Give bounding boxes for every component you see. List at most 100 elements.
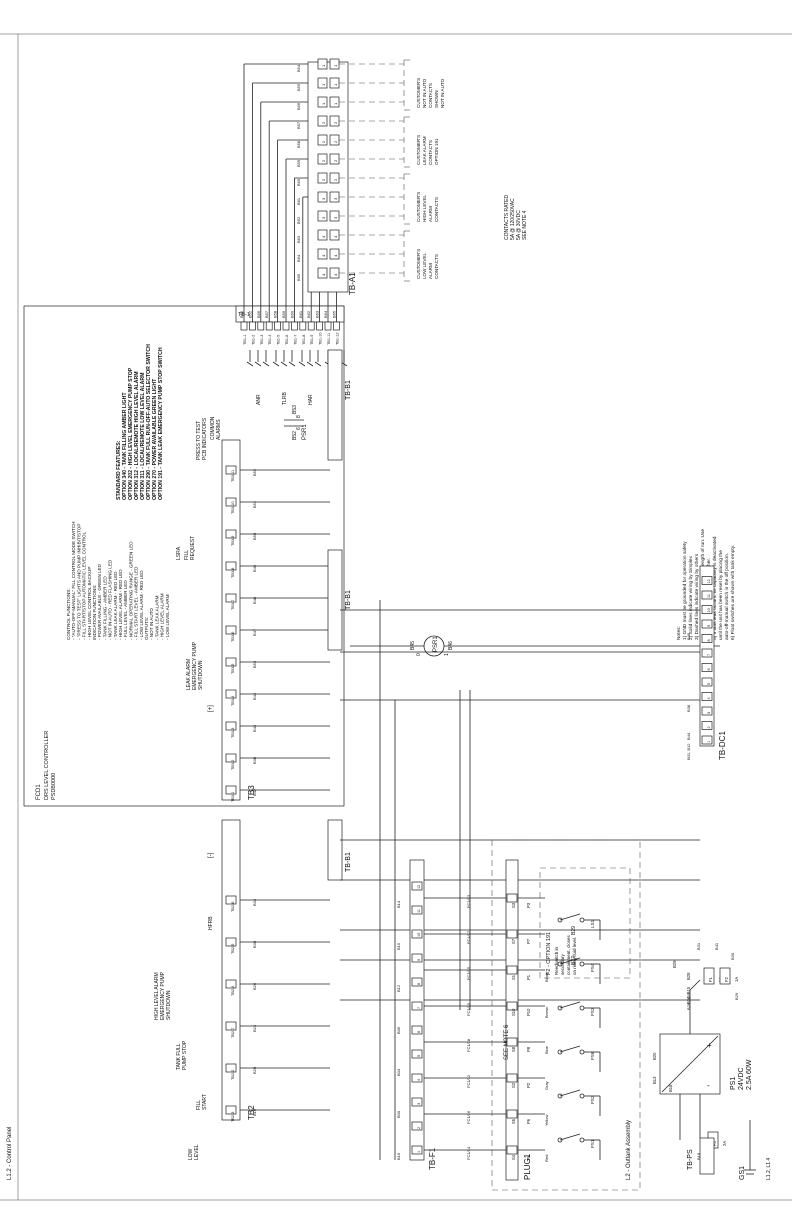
plug-socket (506, 965, 518, 975)
contact-group-line: ALARM (428, 206, 433, 222)
minus-terminal-label: [-] (208, 852, 214, 858)
tb2-terminal (225, 895, 237, 905)
tbdc1-terminal (701, 677, 713, 687)
plug-cable-label: FC1/12 (466, 1074, 471, 1088)
tba1-terminal-num: 2 (321, 140, 326, 143)
tb1-wire-label: B61 (298, 310, 303, 318)
wire-color-label: Gray (544, 1081, 549, 1090)
plug-socket (506, 1037, 518, 1047)
tb1-terminal-label: TB1-3 (260, 335, 264, 345)
tba1-terminal-num: 1 (333, 83, 338, 86)
float-switch-contact (579, 1049, 585, 1055)
note-line: 2) Solid lines indicate wiring by Simple… (688, 555, 694, 640)
tb2-wire-label: B16 (252, 1108, 257, 1116)
tbdc1-wire-label: B44 (686, 732, 691, 740)
plug-pin-label: P4 (526, 1154, 531, 1160)
tb1-wire-label: B65 (331, 310, 336, 318)
tb3-terminal-label: TB3-2 (231, 760, 235, 770)
tba1-terminal (317, 229, 328, 241)
tb1-relay-label: ANR (256, 394, 262, 405)
tb1-terminal-label: TB1-7 (293, 335, 297, 345)
tba1-terminal (317, 115, 328, 127)
tb1-terminal-label: TB1-5 (277, 335, 281, 345)
tb1-terminal (299, 321, 307, 331)
tba1-terminal (317, 134, 328, 146)
plug1-label: PLUG1 (523, 1153, 532, 1180)
control-functions-list: CONTROL FUNCTIONS:- "AUTO-OFF-MANUAL" FI… (66, 522, 170, 640)
tb3-terminal (225, 625, 237, 635)
tb3-wire-label: B38 (252, 756, 257, 764)
tba1-label: TB-A1 (348, 272, 357, 295)
standard-feature-line: OPTION 202 - HIGH LEVEL EMERGENCY PUMP S… (128, 367, 134, 500)
tb3-terminal (225, 689, 237, 699)
outlank-assembly: PLUG1 L2 - Outlank Assembly SEE NOTE 6 S… (424, 839, 641, 1191)
rating-line: SEE NOTE 4 (522, 210, 528, 240)
tba1-wire-label: B65 (296, 273, 301, 281)
tbf1-block: TB-F1 123456789101112B16B00B04B06B12B15B… (396, 859, 437, 1170)
float-switch-label: FS1 (590, 1139, 595, 1148)
controller-block: FCD1 DRS LEVEL CONTROLLER PSDB0000 CONTR… (23, 305, 345, 807)
float-switch-contact (557, 1005, 563, 1011)
tb1-terminal (274, 321, 281, 331)
psr1-pin-8: 8 (296, 415, 302, 418)
plug-pin-label: P6 (526, 1118, 531, 1124)
standard-feature-line: OPTION 270 - POWER AVAILABLE GREEN LIGHT (152, 378, 158, 500)
fuse-wire-label: B28, B29 (686, 993, 691, 1010)
float-switch-contact (579, 1005, 585, 1011)
contact-group-line: CUSTOMER'S (416, 78, 421, 108)
contact-group-line: CUSTOMER'S (416, 135, 421, 165)
tb3-wire-label: B53 (252, 660, 257, 668)
tb3-terminal (225, 753, 237, 763)
tb3-wire-label: B49 (252, 564, 257, 572)
plus-terminal-label: [+] (208, 705, 214, 712)
tb3-terminal (225, 721, 237, 731)
ps-wire-label: B28 (686, 972, 691, 980)
fill-request-label-1: FILL (184, 550, 190, 560)
contact-group-line: SHOWN (434, 90, 439, 108)
tbf1-terminal-num: 2 (417, 1127, 421, 1129)
tba1-terminal-num: 3 (333, 197, 338, 200)
tb3-wire-label: B47 (252, 628, 257, 636)
tba1-wire-label: B57 (296, 121, 301, 129)
control-function-line: - TANK LEAK ALARM - RED LED (113, 571, 118, 640)
tb2-wire-label: B34 (252, 898, 257, 906)
tba1-terminal-num: 1 (333, 102, 338, 105)
control-function-line: CONTROL FUNCTIONS: (66, 588, 71, 640)
tba1-wire-label: B64 (296, 254, 301, 262)
high-level-label-3: SHUTDOWN (166, 990, 172, 1020)
psr1-pin-0: 0 (416, 653, 422, 656)
ls1-wire-b29: B29 (571, 926, 577, 935)
plug-socket (506, 1145, 518, 1155)
fill-start-label-2: START (202, 1094, 208, 1110)
tbdc1-terminal-num: 6 (707, 668, 711, 670)
plug-cable-label: FC1/17 (466, 930, 471, 944)
tbdc1-terminal-num: 4 (707, 697, 711, 699)
tb1-terminal-label: TB1-11 (327, 333, 331, 345)
float-switch-label: FS2 (590, 1095, 595, 1104)
tb1-terminal-label: TB1-9 (310, 335, 314, 345)
tba1-wire-label: B59 (296, 159, 301, 167)
plug-socket-label: S2 (511, 1082, 516, 1088)
tba1-wire-label: B63 (296, 235, 301, 243)
tb1-terminal (257, 321, 265, 331)
tbdc1-terminal-num: 2 (707, 726, 711, 728)
plug-cable-label: FC1/16 (466, 1110, 471, 1124)
tbf1-terminal (411, 953, 423, 963)
controller-name: DRS LEVEL CONTROLLER (44, 731, 50, 800)
control-function-line: OUTPUTS: (144, 617, 149, 640)
tbdc1-wire-label: B38 (686, 704, 691, 712)
psr1-wire-b45: B45 (410, 641, 416, 650)
fuse-wire-label: B29 (734, 992, 739, 1000)
tb2-terminal-label: TB2-6 (231, 902, 235, 912)
fill-start-label-1: FILL (196, 1100, 202, 1110)
float-switch-label: FS3 (590, 1007, 595, 1016)
tbdc1-terminal-num: 5 (707, 683, 711, 685)
tank-full-label-2: PUMP STOP (182, 1040, 188, 1070)
ps-wire-label: B13 (652, 1076, 657, 1084)
high-level-label-1: HIGH LEVEL ALARM (154, 972, 160, 1020)
plug-socket-label: S6 (511, 1118, 516, 1124)
tbdc1-terminal (701, 721, 713, 730)
